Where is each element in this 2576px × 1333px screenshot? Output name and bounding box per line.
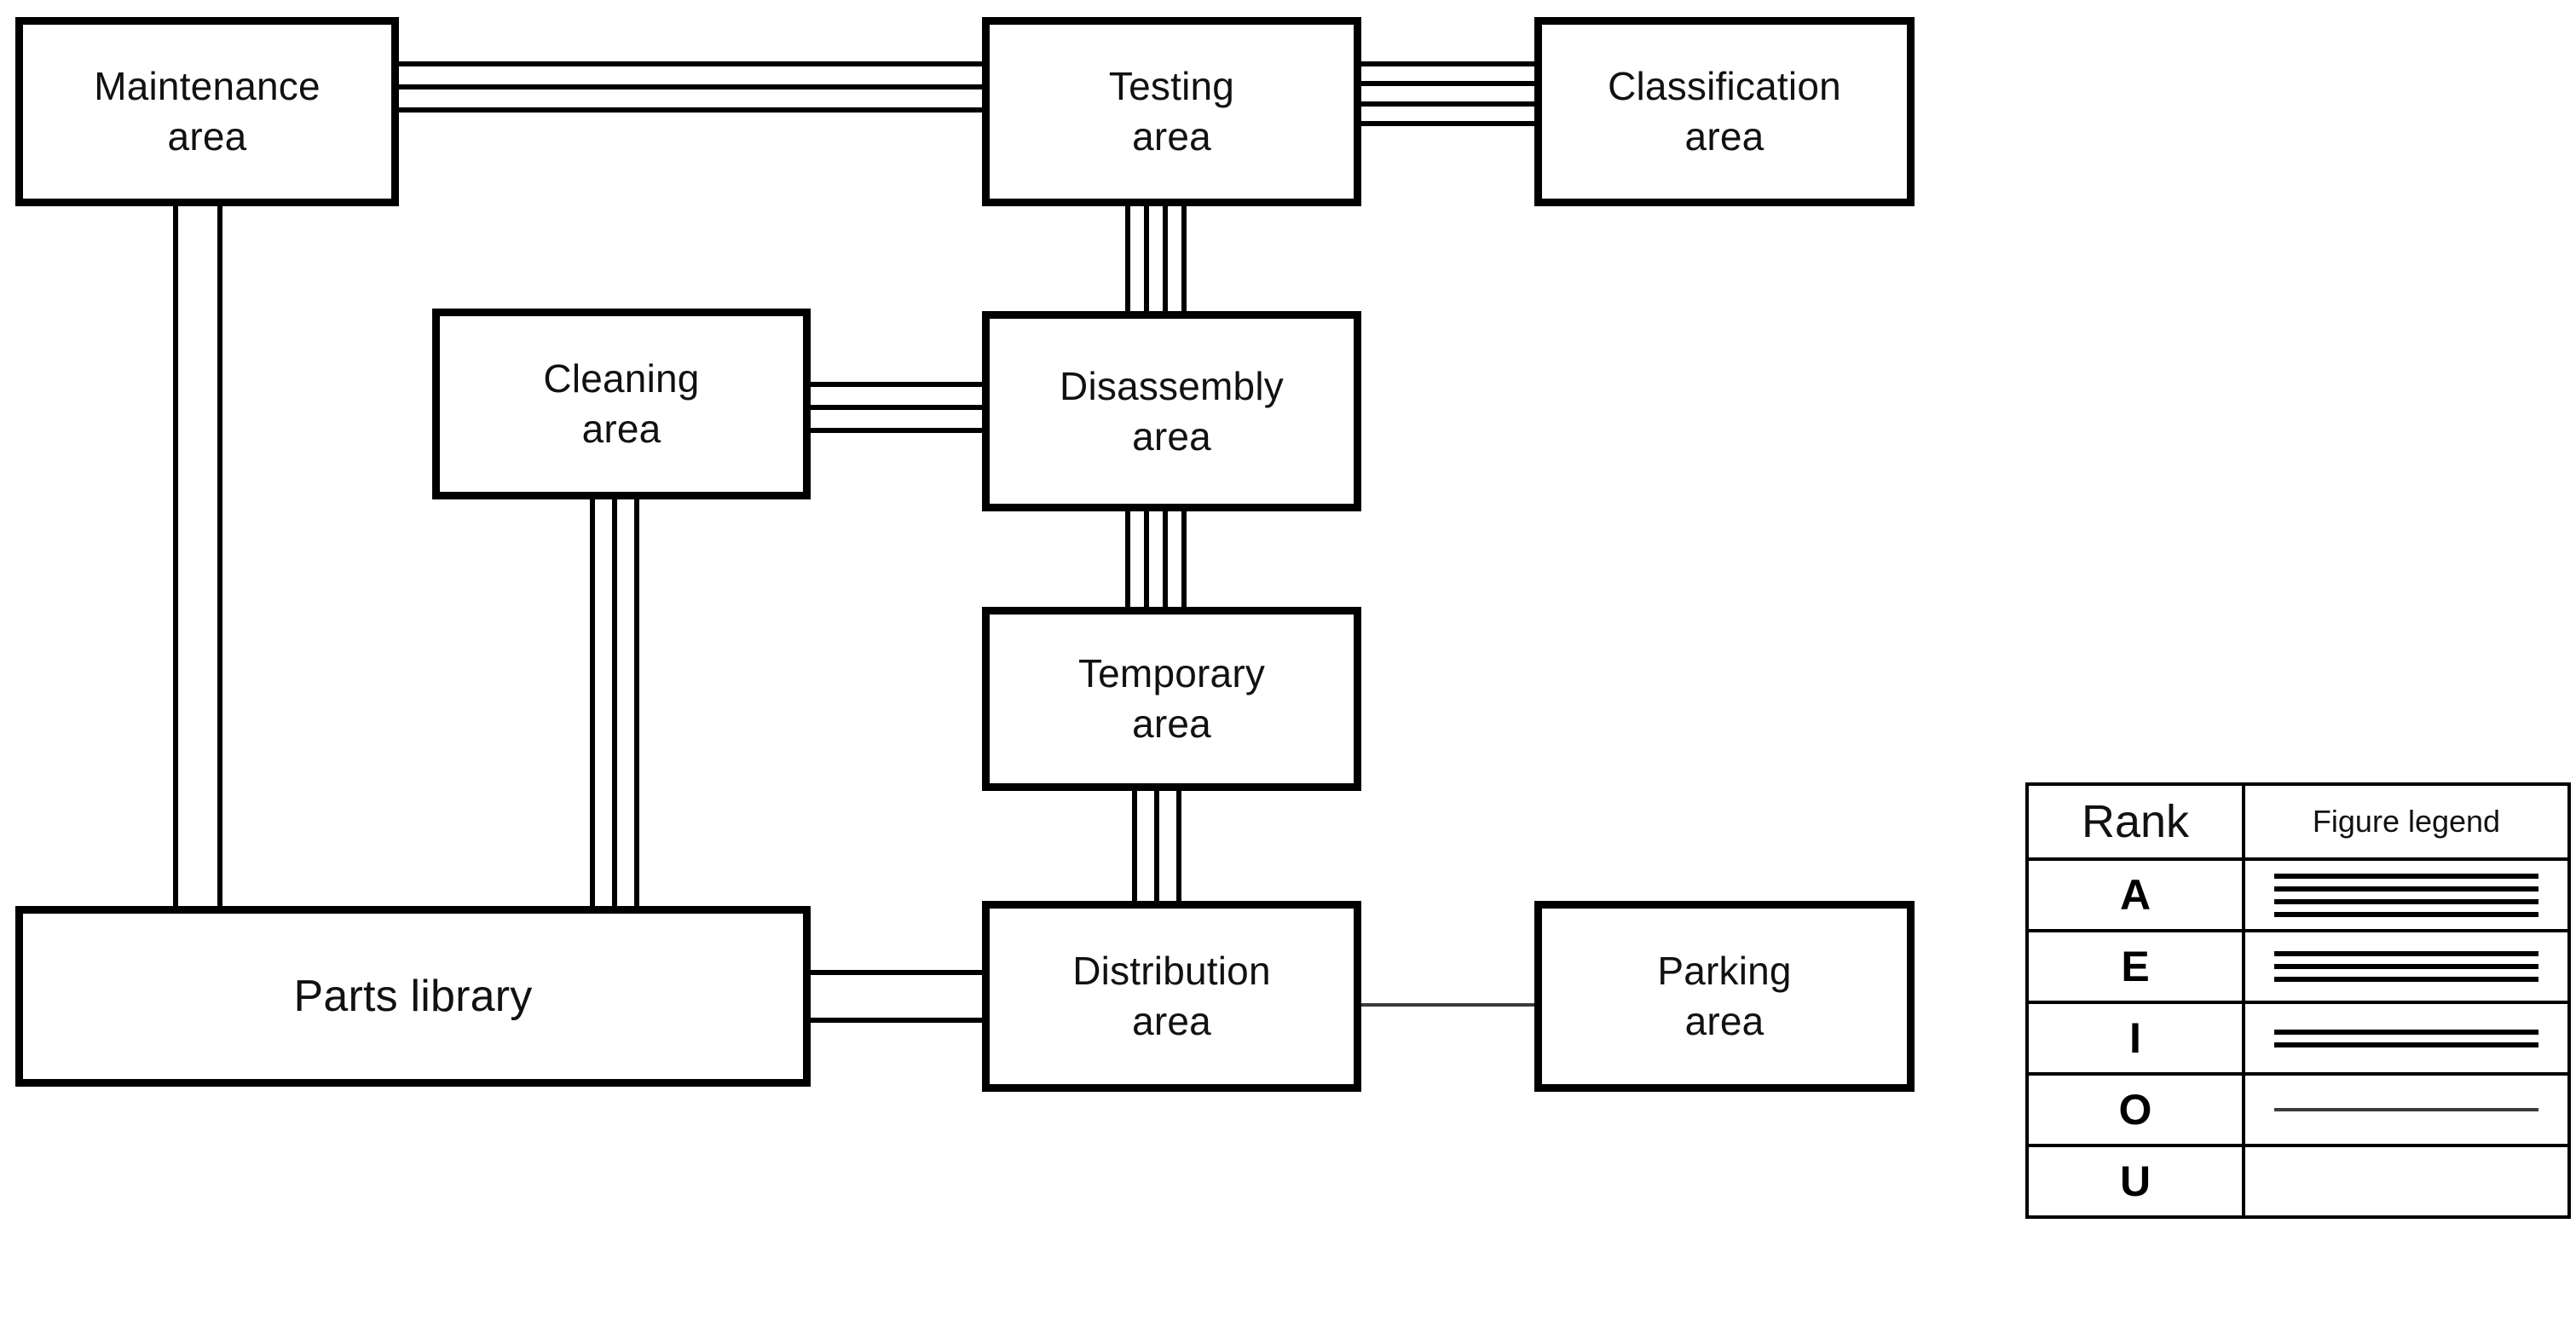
link-testing-classification <box>1355 61 1539 126</box>
link-rule <box>1356 1003 1539 1007</box>
legend-swatch-O <box>2245 1097 2567 1122</box>
link-cleaning-disassembly <box>805 382 987 433</box>
node-label-parking: Parking area <box>1657 949 1792 1043</box>
link-rule <box>634 494 639 911</box>
link-rule <box>805 382 987 387</box>
legend-swatch-rule <box>2274 898 2538 904</box>
legend-swatch-rule <box>2274 1042 2538 1047</box>
link-rule <box>1355 81 1539 87</box>
link-rule <box>394 61 987 66</box>
legend-swatch-rule <box>2274 886 2538 892</box>
legend-row: I <box>2025 1001 2571 1076</box>
legend-row: O <box>2025 1072 2571 1147</box>
link-distribution-parking <box>1356 1003 1539 1008</box>
link-rule <box>1355 101 1539 107</box>
legend-rank-U: U <box>2025 1144 2245 1219</box>
link-rule <box>805 970 987 975</box>
legend-swatch-rule <box>2274 911 2538 917</box>
node-label-parts_library: Parts library <box>293 971 533 1021</box>
legend-header-rank: Rank <box>2025 782 2245 861</box>
link-testing-disassembly <box>1125 201 1187 317</box>
legend-row: A <box>2025 857 2571 932</box>
link-rule <box>1132 786 1137 906</box>
legend-figure-A <box>2242 857 2571 932</box>
legend-swatch-rule <box>2274 964 2538 969</box>
link-maintenance-testing <box>394 61 987 113</box>
legend-swatch-rule <box>2274 1029 2538 1035</box>
legend-swatch-rule <box>2274 1108 2538 1111</box>
legend-swatch-rule <box>2274 951 2538 956</box>
link-rule <box>217 201 222 911</box>
legend-figure-U <box>2242 1144 2571 1219</box>
legend-row: U <box>2025 1144 2571 1219</box>
link-rule <box>394 107 987 113</box>
link-rule <box>394 84 987 89</box>
node-label-testing: Testing area <box>1108 64 1235 159</box>
legend-header-row: Rank Figure legend <box>2025 782 2571 861</box>
legend-rank-A: A <box>2025 857 2245 932</box>
legend-swatch-rule <box>2274 873 2538 879</box>
node-label-disassembly: Disassembly area <box>1060 363 1284 459</box>
legend-rank-I: I <box>2025 1001 2245 1076</box>
link-rule <box>1181 201 1187 317</box>
legend-figure-O <box>2242 1072 2571 1147</box>
link-rule <box>1355 61 1539 66</box>
legend-head: Rank Figure legend <box>2025 782 2571 861</box>
link-rule <box>1176 786 1181 906</box>
legend-header-figure: Figure legend <box>2242 782 2571 861</box>
link-rule <box>1355 120 1539 126</box>
link-rule <box>1181 506 1187 612</box>
node-label-temporary: Temporary area <box>1077 651 1266 746</box>
legend-figure-I <box>2242 1001 2571 1076</box>
node-testing[interactable]: Testing area <box>982 17 1361 206</box>
link-rule <box>1125 201 1130 317</box>
node-label-distribution: Distribution area <box>1072 949 1271 1043</box>
legend-swatch-E <box>2245 951 2567 982</box>
node-label-maintenance: Maintenance area <box>94 64 321 159</box>
node-distribution[interactable]: Distribution area <box>982 901 1361 1092</box>
link-rule <box>173 201 178 911</box>
node-parts_library[interactable]: Parts library <box>15 906 811 1087</box>
link-rule <box>1163 201 1168 317</box>
legend-rank-O: O <box>2025 1072 2245 1147</box>
legend-row: E <box>2025 929 2571 1004</box>
link-disassembly-temporary <box>1125 506 1187 612</box>
link-temporary-distribution <box>1132 786 1181 906</box>
node-cleaning[interactable]: Cleaning area <box>432 309 811 499</box>
link-rule <box>590 494 595 911</box>
link-rule <box>1144 506 1149 612</box>
node-disassembly[interactable]: Disassembly area <box>982 311 1361 511</box>
link-rule <box>1163 506 1168 612</box>
legend-swatch-U <box>2245 1169 2567 1194</box>
link-rule <box>1125 506 1130 612</box>
node-classification[interactable]: Classification area <box>1534 17 1915 206</box>
link-rule <box>805 1018 987 1023</box>
legend-swatch-A <box>2245 873 2567 917</box>
node-temporary[interactable]: Temporary area <box>982 607 1361 791</box>
link-rule <box>1154 786 1159 906</box>
node-maintenance[interactable]: Maintenance area <box>15 17 399 206</box>
link-rule <box>612 494 617 911</box>
legend-swatch-rule <box>2274 977 2538 982</box>
node-parking[interactable]: Parking area <box>1534 901 1915 1092</box>
node-label-cleaning: Cleaning area <box>543 356 700 451</box>
node-label-classification: Classification area <box>1608 64 1841 159</box>
legend-figure-E <box>2242 929 2571 1004</box>
link-rule <box>805 405 987 410</box>
link-rule <box>1144 201 1149 317</box>
link-parts-library-distribution <box>805 970 987 1023</box>
legend-rank-E: E <box>2025 929 2245 1004</box>
link-maintenance-parts-library <box>173 201 222 911</box>
link-rule <box>805 428 987 433</box>
legend-swatch-I <box>2245 1025 2567 1051</box>
link-cleaning-parts-library <box>590 494 639 911</box>
